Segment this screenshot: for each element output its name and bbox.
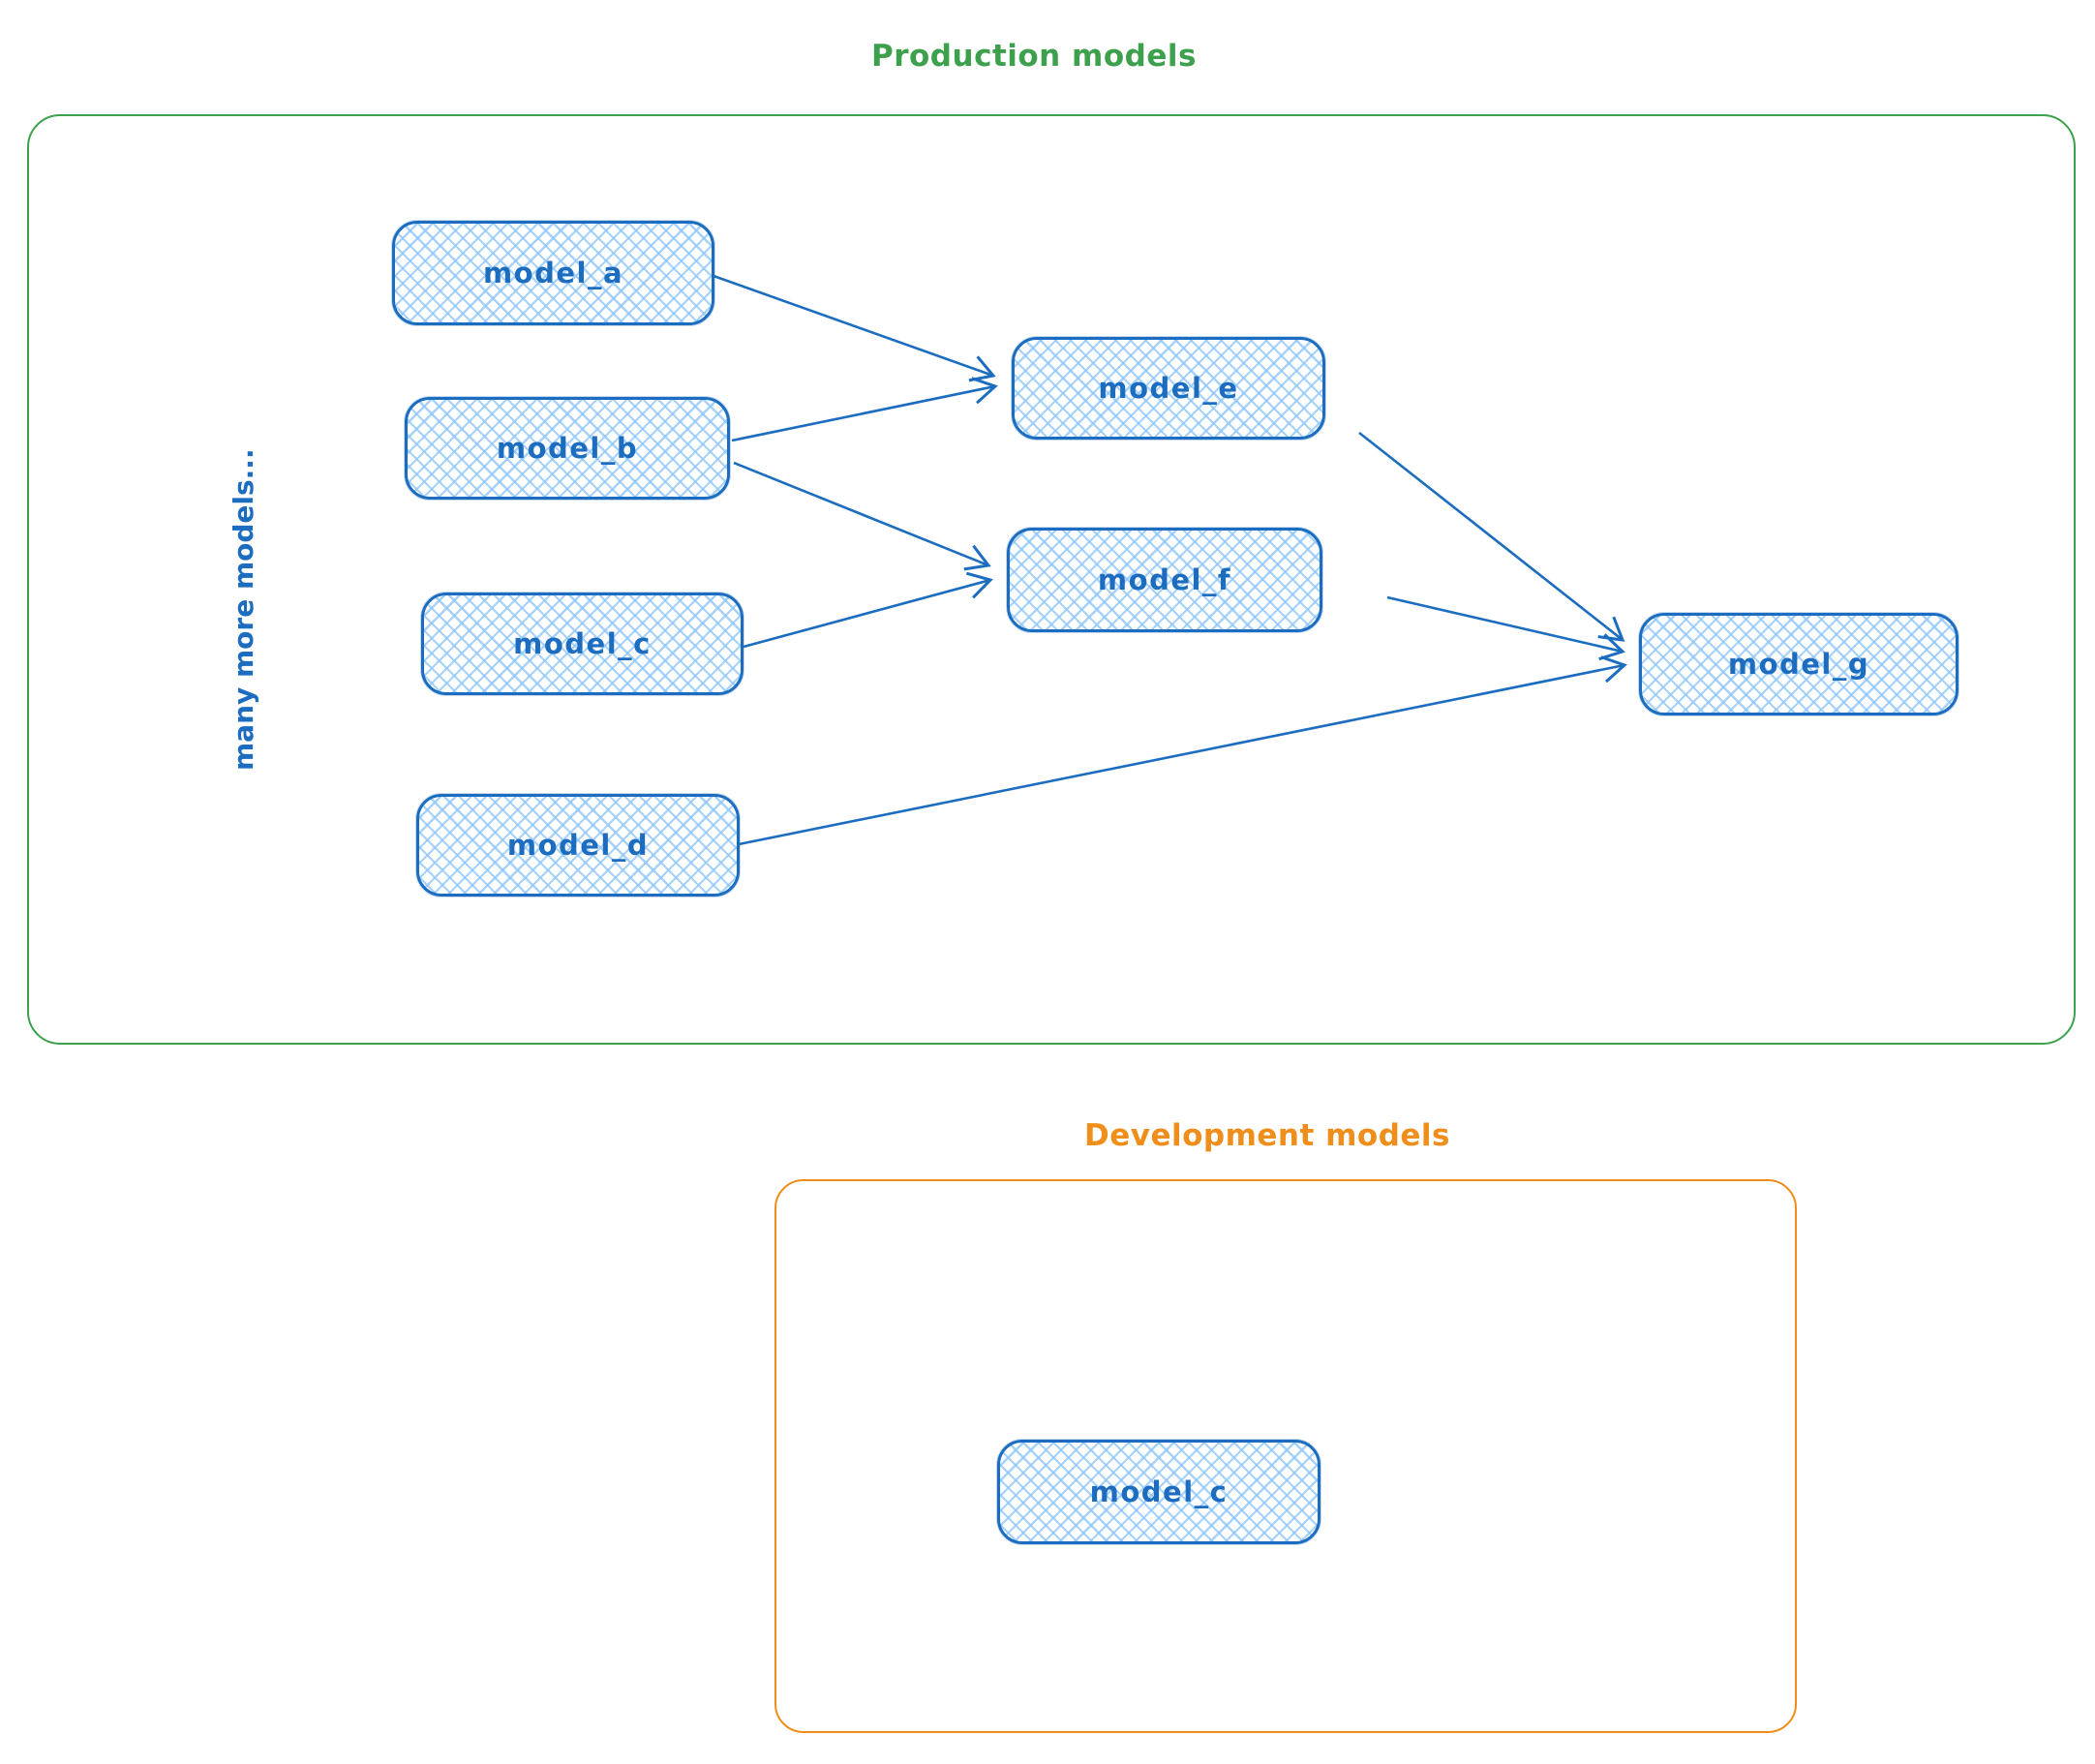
node-model-f-label: model_f: [1097, 563, 1232, 596]
node-model-b-label: model_b: [496, 432, 639, 465]
node-model-d: model_d: [416, 794, 740, 897]
node-model-c-label: model_c: [513, 627, 652, 660]
node-model-a: model_a: [392, 221, 714, 325]
node-model-e: model_e: [1012, 337, 1325, 440]
node-model-g: model_g: [1639, 613, 1958, 715]
node-model-a-label: model_a: [482, 257, 624, 289]
node-dev-model-c-label: model_c: [1089, 1475, 1229, 1508]
node-model-g-label: model_g: [1727, 648, 1870, 681]
node-model-d-label: model_d: [506, 829, 650, 862]
production-group-title: Production models: [871, 39, 1197, 74]
development-group-frame: [774, 1179, 1797, 1733]
production-group-frame: [27, 114, 2076, 1045]
node-dev-model-c: model_c: [997, 1440, 1321, 1544]
node-model-f: model_f: [1007, 528, 1322, 632]
node-model-b: model_b: [405, 397, 730, 500]
many-more-models-note: many more models...: [228, 448, 259, 771]
node-model-e-label: model_e: [1098, 372, 1239, 405]
node-model-c: model_c: [421, 593, 744, 695]
development-group-title: Development models: [1084, 1118, 1451, 1153]
